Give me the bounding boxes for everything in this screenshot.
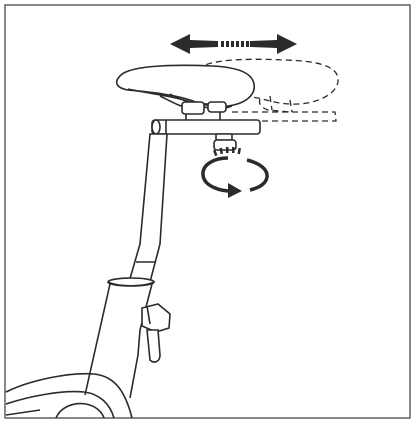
saddle-alternate-position — [195, 58, 339, 122]
saddle-slider-rail — [151, 119, 261, 135]
circular-rotation-arrow-icon — [201, 147, 269, 198]
adjustment-knob-icon — [213, 133, 237, 151]
slide-double-arrow-icon — [170, 34, 297, 54]
quick-release-lever-icon — [141, 303, 171, 363]
panel-frame — [4, 4, 411, 419]
flywheel-housing — [5, 372, 133, 419]
seat-post — [107, 133, 168, 287]
seat-tube — [84, 283, 153, 399]
bike-saddle-icon — [115, 64, 255, 120]
